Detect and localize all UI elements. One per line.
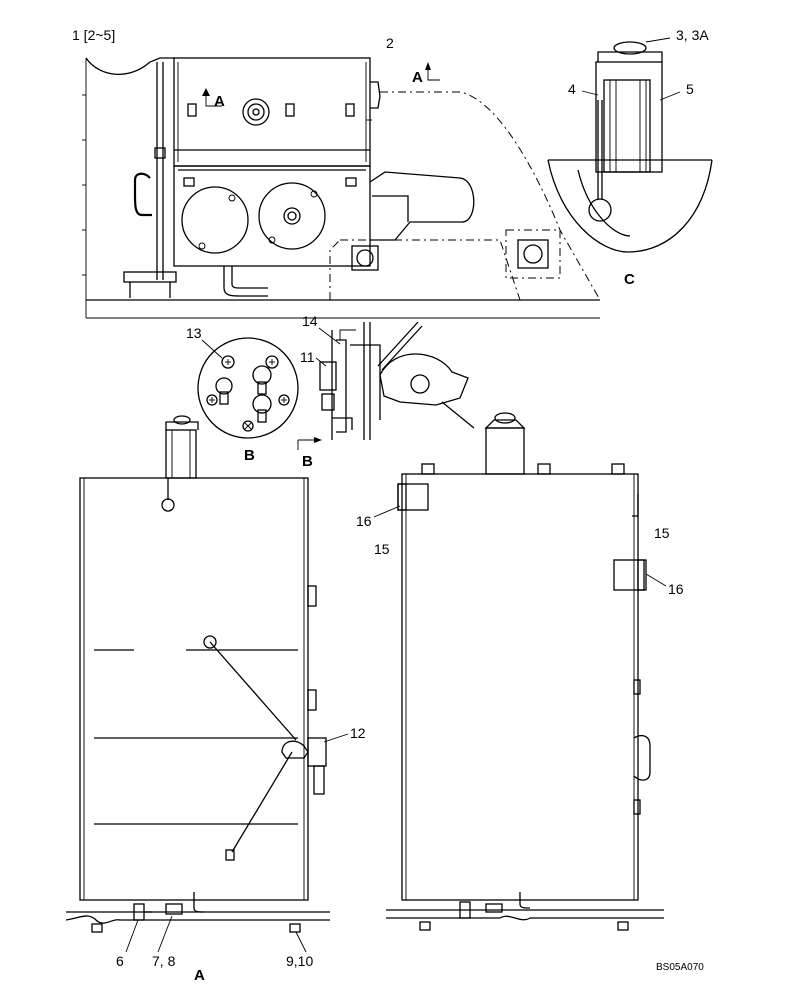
view-label-a: A	[194, 967, 205, 984]
section-marker-a-right: A	[412, 69, 423, 86]
section-marker-a-left: A	[214, 93, 225, 110]
callout-12: 12	[350, 725, 366, 741]
callout-3: 3, 3A	[676, 27, 709, 43]
drawing-code: BS05A070	[656, 962, 704, 973]
view-label-c: C	[624, 271, 635, 288]
callout-16-right: 16	[668, 581, 684, 597]
view-label-b: B	[244, 447, 255, 464]
detail-c-view	[547, 37, 713, 253]
callout-7: 7, 8	[152, 953, 176, 969]
section-marker-b: B	[302, 453, 313, 470]
callout-15-right: 15	[654, 525, 670, 541]
callout-16-left: 16	[356, 513, 372, 529]
callout-4: 4	[568, 81, 576, 97]
callout-6: 6	[116, 953, 124, 969]
callout-1: 1 [2~5]	[72, 27, 115, 43]
view-a-tank	[65, 415, 349, 953]
top-assembly-view	[82, 57, 601, 319]
callout-9: 9,10	[286, 953, 313, 969]
side-tank-view	[373, 412, 667, 931]
section-b-view	[297, 321, 475, 450]
detail-b-view	[197, 337, 299, 439]
callout-2: 2	[386, 35, 394, 51]
labels: 1 [2~5] 2 3, 3A 4 5 6 7, 8 9,10 11 12 13…	[72, 27, 709, 984]
callout-15-left: 15	[374, 541, 390, 557]
callout-5: 5	[686, 81, 694, 97]
callout-13: 13	[186, 325, 202, 341]
callout-14: 14	[302, 313, 318, 329]
callout-11: 11	[300, 349, 315, 365]
